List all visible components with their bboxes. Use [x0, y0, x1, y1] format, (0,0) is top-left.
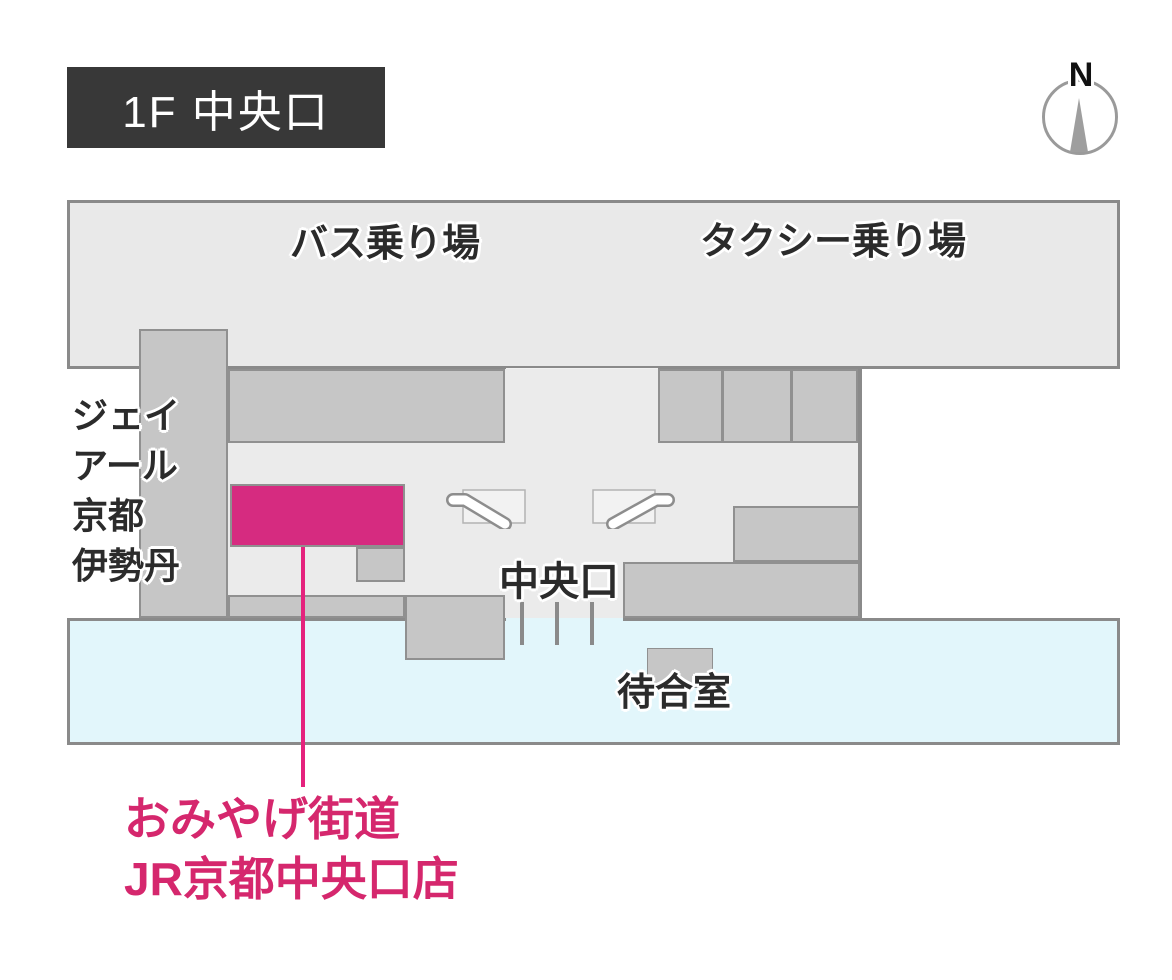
escalator-up-icon — [592, 489, 675, 529]
escalator-down-icon — [446, 489, 526, 529]
compass-needle-icon — [1070, 98, 1088, 152]
compass-north-label: N — [1068, 56, 1094, 94]
store-highlight-block — [230, 484, 405, 547]
gate-tick-2 — [555, 602, 559, 645]
waiting-room-block — [647, 648, 713, 688]
structure-block-top-right-2 — [722, 369, 792, 443]
isetan-label-line2: アール — [72, 445, 178, 486]
central-exit-label: 中央口 — [499, 560, 619, 604]
isetan-label-line1: ジェイ — [72, 395, 181, 436]
isetan-label-line4: 伊勢丹 — [72, 545, 181, 586]
compass-circle-icon — [1042, 79, 1118, 155]
store-name: おみやげ街道 JR京都中央口店 — [124, 789, 459, 909]
bus-area-label: バス乗り場 — [290, 223, 481, 265]
isetan-label-line3: 京都 — [72, 495, 145, 536]
structure-bar-right-lower — [623, 562, 860, 618]
store-name-line2: JR京都中央口店 — [124, 853, 459, 905]
structure-block-top-right-1 — [658, 369, 723, 443]
waiting-room-label: 待合室 — [617, 672, 732, 714]
structure-bar-bottom-left — [228, 595, 405, 618]
bus-taxi-area — [67, 200, 1120, 369]
structure-block-right-upper — [733, 506, 860, 562]
structure-block-top-left — [228, 369, 505, 443]
structure-block-under-store — [356, 547, 405, 582]
structure-block-bottom-center — [405, 595, 505, 660]
taxi-area-label: タクシー乗り場 — [700, 221, 967, 263]
gate-tick-3 — [590, 602, 594, 645]
escalator-handrail — [608, 495, 673, 529]
store-name-line1: おみやげ街道 — [124, 793, 400, 845]
structure-block-top-right-3 — [791, 369, 858, 443]
concourse-opening — [506, 618, 623, 622]
gate-tick-1 — [520, 602, 524, 645]
escalator-handrail — [448, 495, 510, 529]
isetan-building-column — [139, 329, 228, 618]
isetan-label: ジェイ アール 京都 伊勢丹 — [72, 391, 180, 591]
floor-badge-label: 1F 中央口 — [122, 87, 330, 137]
store-leader-line — [301, 547, 305, 787]
floor-badge: 1F 中央口 — [67, 67, 385, 148]
